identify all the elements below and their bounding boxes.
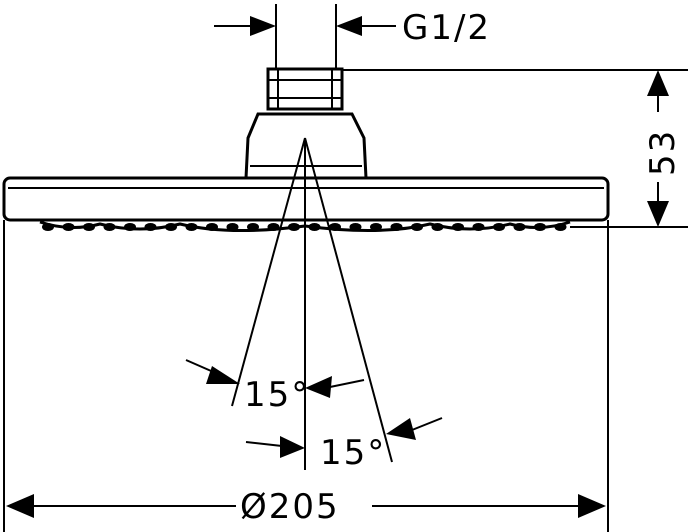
- nozzle: [370, 223, 382, 231]
- thread-arrow-left: [250, 16, 276, 36]
- angle-right-arrow-inner: [280, 436, 305, 458]
- height-arrow-top: [647, 70, 669, 96]
- diameter-dimension: Ø205: [3, 220, 609, 532]
- nozzle: [247, 223, 259, 231]
- nozzle: [185, 223, 198, 231]
- angle-right-arrow-outer: [386, 418, 416, 440]
- nozzle: [103, 223, 116, 231]
- height-arrow-bottom: [647, 201, 669, 227]
- nozzle: [554, 223, 567, 231]
- nozzle: [226, 223, 239, 231]
- nozzle: [452, 223, 464, 231]
- diameter-arrow-left: [6, 494, 34, 518]
- nozzle: [534, 223, 546, 231]
- thread-label: G1/2: [402, 8, 491, 48]
- diameter-arrow-right: [578, 494, 606, 518]
- nozzle: [431, 223, 444, 231]
- spray-line-left: [231, 137, 306, 407]
- thread-arrow-right: [336, 16, 362, 36]
- nozzle: [83, 223, 95, 231]
- nozzle: [308, 223, 321, 231]
- nozzle: [411, 223, 423, 231]
- nozzle: [124, 223, 136, 231]
- angle-left-arrow-inner: [305, 376, 332, 398]
- nozzle: [329, 223, 341, 231]
- connector-nut: [266, 67, 344, 111]
- nozzle: [390, 223, 403, 231]
- nozzle: [288, 223, 300, 231]
- angle-right-label: 15°: [320, 433, 386, 473]
- nozzle: [493, 223, 505, 231]
- height-label: 53: [643, 129, 683, 176]
- thread-dimension: G1/2: [214, 4, 491, 70]
- nozzle-row: [42, 223, 567, 231]
- nozzle: [472, 223, 485, 231]
- diameter-label: Ø205: [240, 487, 340, 527]
- nozzle: [206, 223, 218, 231]
- angle-left-arrow-outer: [206, 366, 240, 384]
- nozzle: [267, 223, 280, 231]
- spray-angle-lines: [231, 137, 393, 470]
- nozzle: [165, 223, 177, 231]
- angle-left-label: 15°: [244, 375, 310, 415]
- nozzle: [349, 223, 362, 231]
- nut-outline: [266, 67, 344, 111]
- spray-line-right: [304, 137, 393, 463]
- nozzle: [144, 223, 157, 231]
- nozzle: [42, 223, 54, 231]
- nozzle: [62, 223, 75, 231]
- angle-dimension-right: 15°: [245, 417, 443, 473]
- height-dimension: 53: [342, 69, 688, 228]
- nozzle: [513, 223, 526, 231]
- angle-dimension-left: 15°: [185, 359, 365, 415]
